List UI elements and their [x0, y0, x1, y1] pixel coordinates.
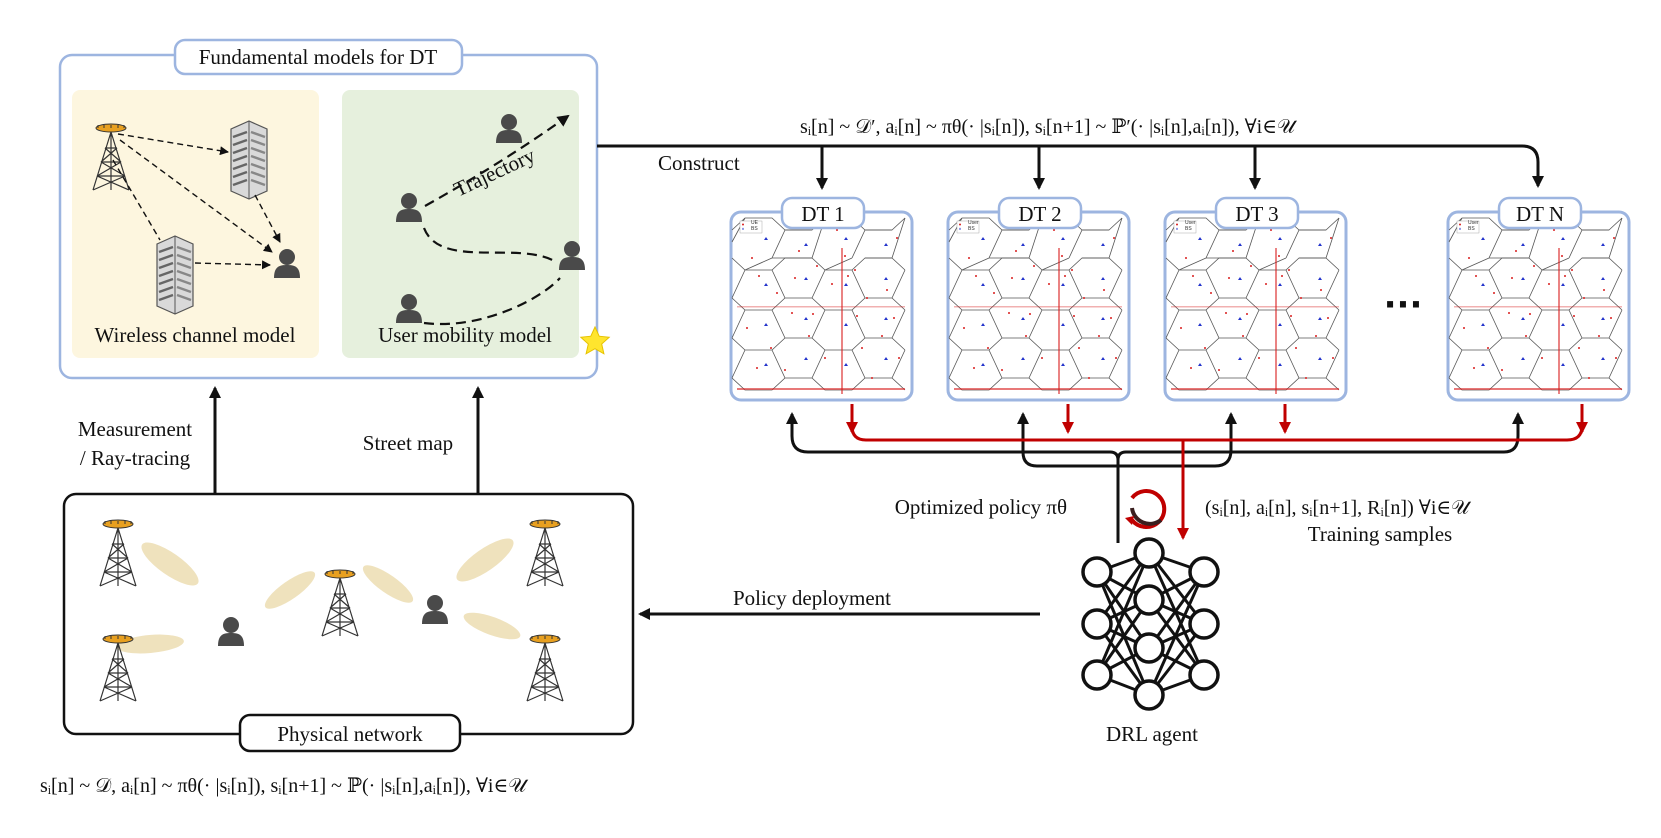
construct-label: Construct — [658, 151, 740, 175]
measurement-label-line2: / Ray-tracing — [80, 446, 191, 470]
building-icon — [155, 234, 195, 316]
drl-agent-network — [1081, 537, 1220, 711]
dt-n-label: DT N — [1516, 202, 1564, 226]
fundamental-models-title: Fundamental models for DT — [199, 45, 438, 69]
legend-user: User — [968, 220, 979, 226]
user-mobility-label: User mobility model — [378, 323, 552, 347]
digital-twin-n: DT N User BS — [1446, 196, 1631, 402]
dt-2-label: DT 2 — [1018, 202, 1061, 226]
user-mobility-panel — [342, 90, 579, 358]
construct-lines — [597, 144, 1544, 190]
digital-twin-1: DT 1 UE BS — [729, 196, 914, 402]
physical-network-border — [62, 492, 635, 736]
legend-ue: UE — [751, 220, 759, 226]
optimized-policy-label: Optimized policy πθ — [895, 495, 1067, 519]
training-samples-tuple: (sᵢ[n], aᵢ[n], sᵢ[n+1], Rᵢ[n]) ∀i∈𝒰 — [1205, 497, 1472, 519]
digital-twin-3: DT 3 User BS — [1163, 196, 1348, 402]
legend-bs: BS — [968, 226, 975, 232]
legend-bs: BS — [1185, 226, 1192, 232]
policy-deployment-label: Policy deployment — [733, 586, 891, 610]
beams — [116, 538, 521, 654]
legend-user: User — [1185, 220, 1196, 226]
building-icon — [229, 119, 269, 201]
legend-bs: BS — [751, 226, 758, 232]
training-samples-label: Training samples — [1308, 522, 1452, 546]
dt-1-label: DT 1 — [801, 202, 844, 226]
training-loop-icon — [1125, 489, 1167, 529]
physical-network-panel: Physical network — [62, 492, 635, 753]
wireless-channel-illustration: Wireless channel model — [92, 119, 300, 347]
wireless-channel-label: Wireless channel model — [95, 323, 296, 347]
digital-twin-2: DT 2 User BS — [946, 196, 1131, 402]
fundamental-models-tab — [173, 38, 464, 76]
street-map-label: Street map — [363, 431, 453, 455]
physical-network-title: Physical network — [277, 722, 423, 746]
star-icon — [579, 325, 611, 355]
physical-network-equation: sᵢ[n] ~ 𝒟, aᵢ[n] ~ πθ(· |sᵢ[n]), sᵢ[n+1]… — [40, 775, 529, 797]
dt-equation: sᵢ[n] ~ 𝒟′, aᵢ[n] ~ πθ(· |sᵢ[n]), sᵢ[n+1… — [800, 116, 1298, 138]
dt-3-label: DT 3 — [1235, 202, 1278, 226]
legend-bs: BS — [1468, 226, 1475, 232]
dt-ellipsis: ··· — [1384, 285, 1423, 325]
physical-network-tab — [238, 713, 462, 753]
policy-distribution-lines — [786, 412, 1524, 543]
legend-user: User — [1468, 220, 1479, 226]
drl-agent-label: DRL agent — [1106, 722, 1198, 746]
sample-collection-lines — [846, 404, 1588, 540]
fundamental-models-panel: Fundamental models for DT Wireless chann… — [58, 38, 611, 380]
measurement-label-line1: Measurement — [78, 417, 192, 441]
